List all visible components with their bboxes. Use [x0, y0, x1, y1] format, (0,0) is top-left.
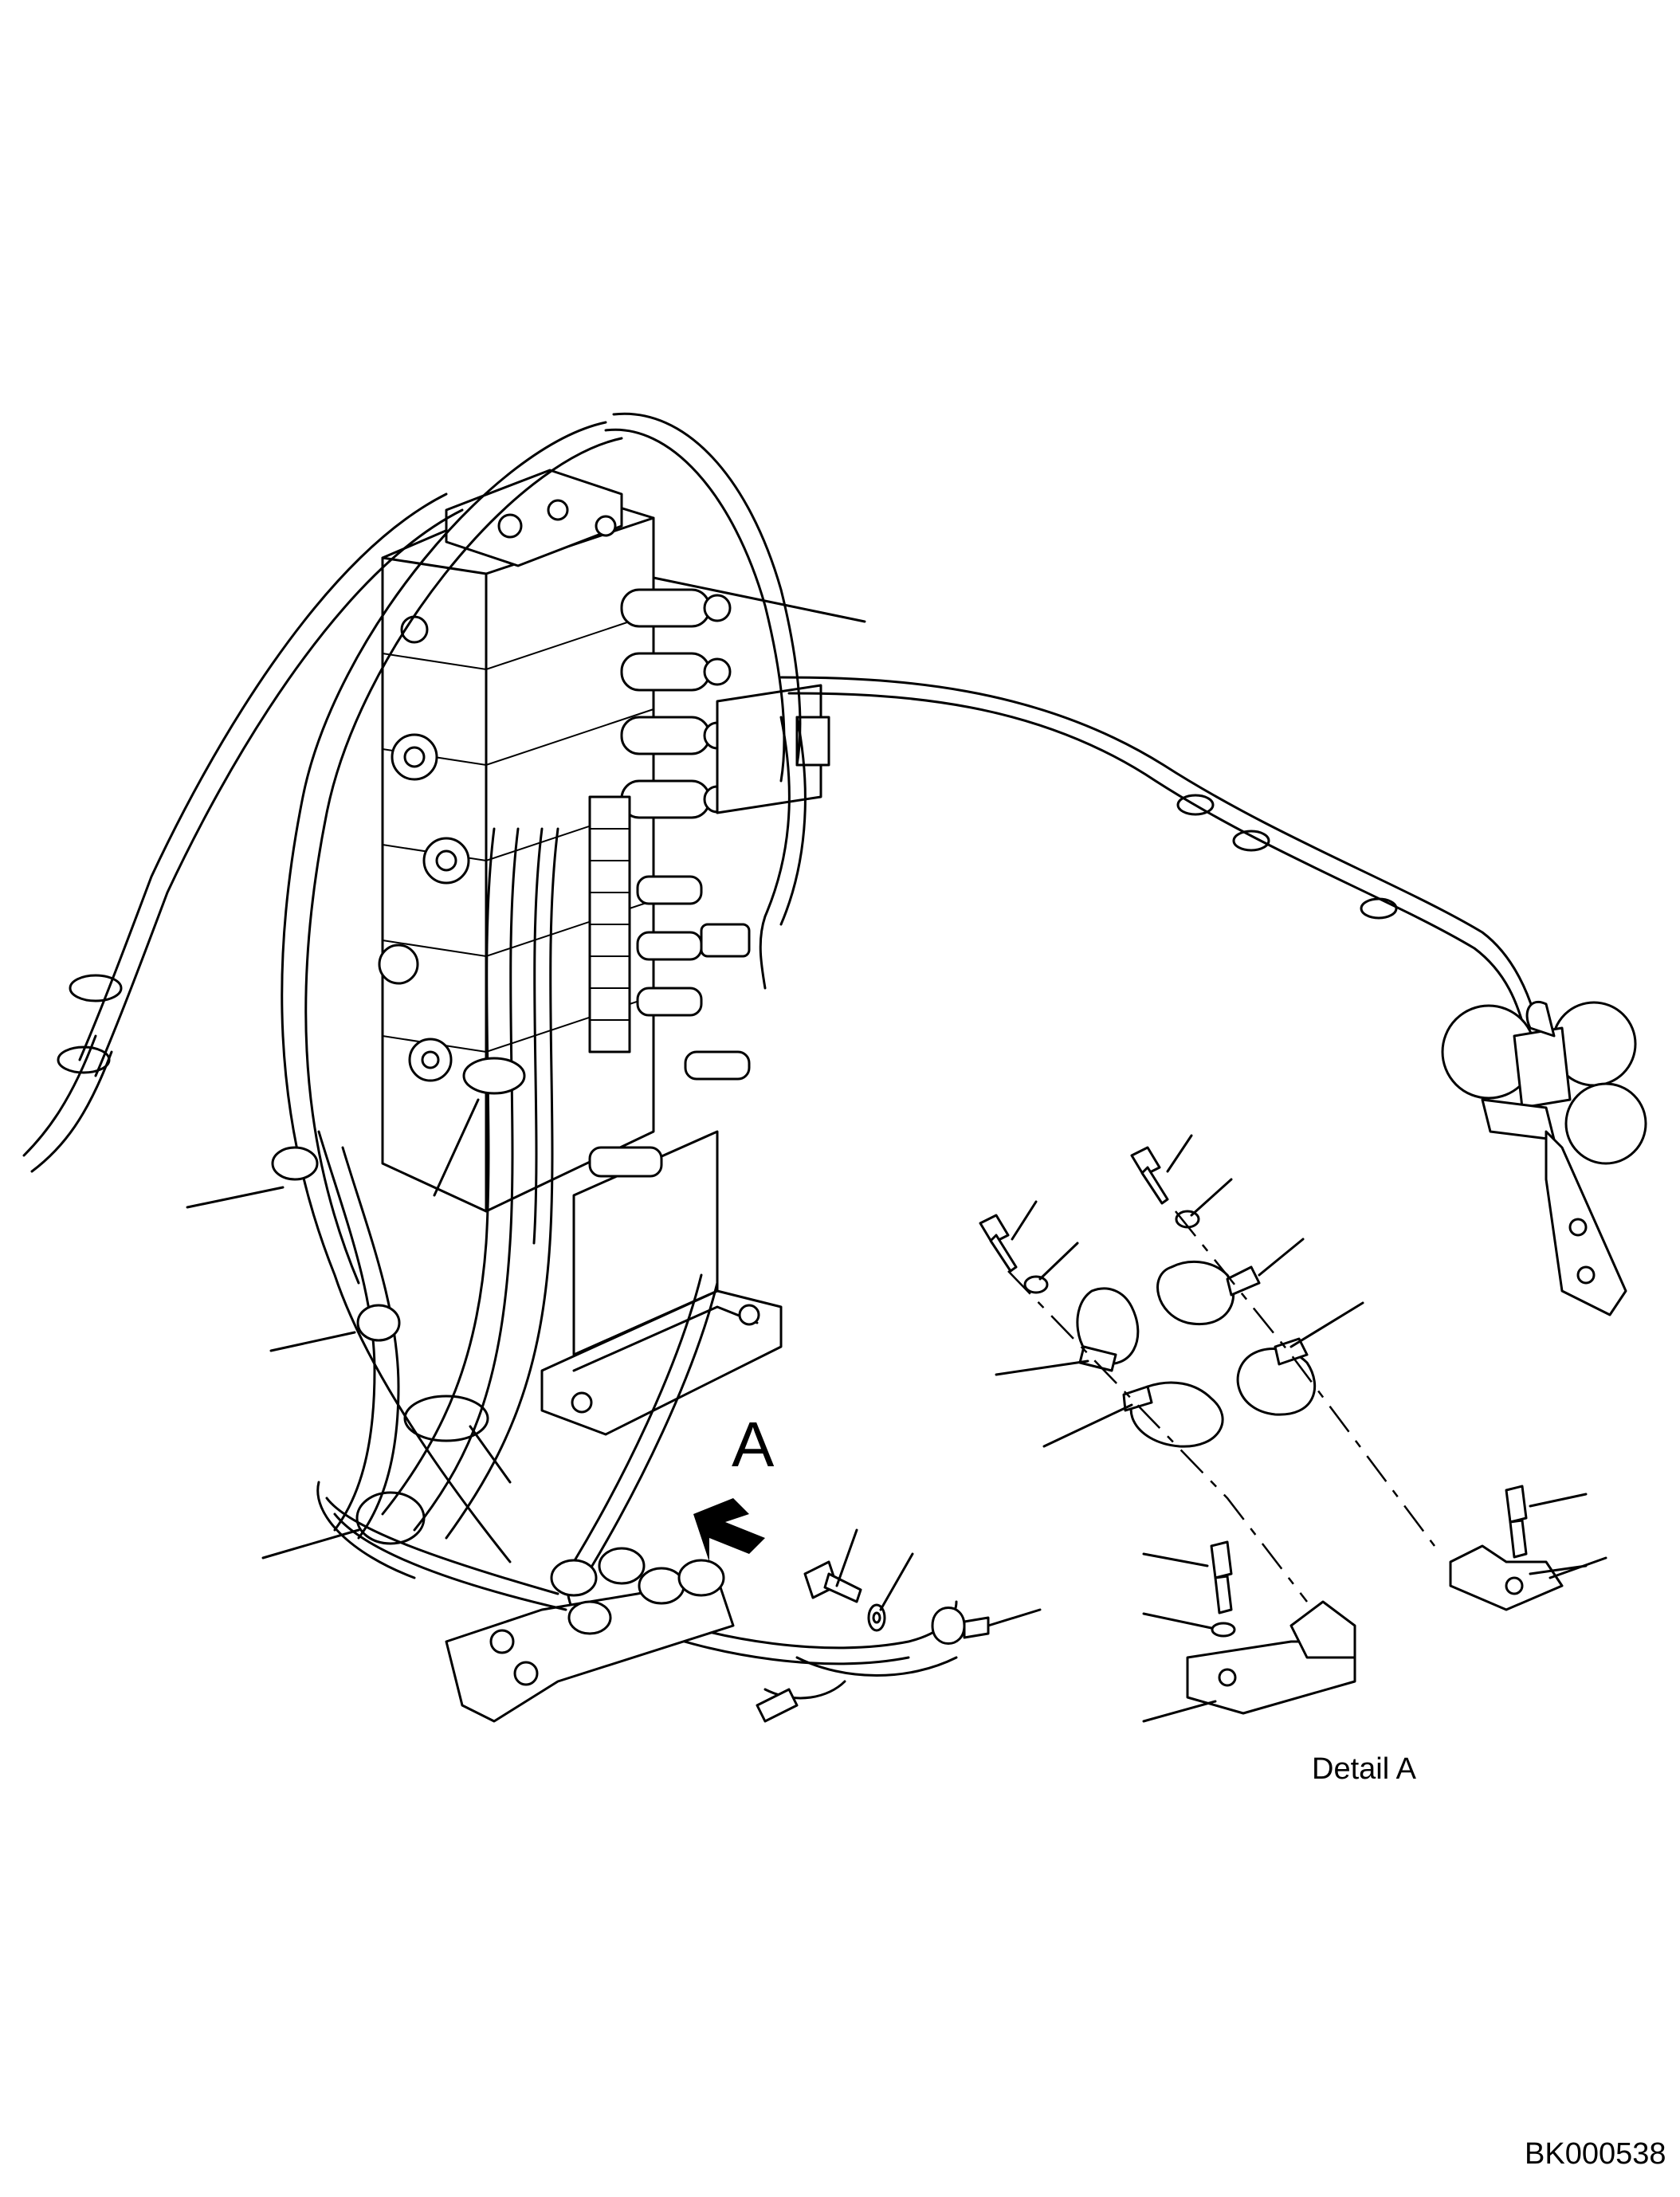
view-arrow-a: A — [693, 1409, 775, 1562]
leader-bottom-band — [261, 1528, 360, 1559]
leader-detail-bracket-center — [1142, 1700, 1217, 1723]
leader-detail-washer-left — [1038, 1242, 1079, 1281]
leader-detail-clamp-left — [995, 1359, 1089, 1376]
leader-main-pipe-clamp — [987, 1608, 1042, 1627]
leader-main-bolt — [835, 1528, 858, 1587]
leader-detail-clamp-right — [1258, 1238, 1305, 1277]
leader-detail-clamp-lower-right — [1289, 1301, 1364, 1348]
bottom-mount-plate — [316, 1481, 735, 1723]
leader-detail-bolt-right — [1529, 1493, 1588, 1508]
leader-hose-band-upper — [433, 1098, 480, 1197]
leader-detail-washer-center — [1142, 1612, 1213, 1630]
leader-detail-bolt-left — [1011, 1200, 1038, 1241]
leader-lines — [186, 576, 1607, 1723]
leader-detail-bracket-right — [1549, 1556, 1607, 1579]
control-valve-assembly — [378, 469, 830, 1436]
pilot-hoses — [22, 412, 1540, 1723]
detail-a-parts — [979, 1146, 1564, 1715]
detail-caption: Detail A — [1312, 1752, 1417, 1786]
leader-control-valve-hose-clamp — [652, 576, 866, 623]
leader-main-washer — [879, 1552, 914, 1611]
leader-left-clamp-middle — [269, 1331, 356, 1352]
leader-detail-washer-upper — [1190, 1178, 1233, 1217]
drawing-code: BK000538 — [1525, 2137, 1666, 2171]
leader-detail-bolt-center — [1142, 1552, 1209, 1567]
leader-detail-bolt-upper — [1166, 1134, 1193, 1173]
accumulator-assembly — [1441, 1000, 1647, 1316]
leader-left-clamp-lower — [186, 1186, 285, 1209]
view-arrow-letter: A — [732, 1409, 775, 1480]
main-bolt-washer — [803, 1560, 886, 1632]
leader-hose-band-lower — [469, 1425, 512, 1484]
leader-detail-clamp-lower-left — [1042, 1403, 1133, 1448]
hose-clamps — [57, 794, 1398, 1645]
